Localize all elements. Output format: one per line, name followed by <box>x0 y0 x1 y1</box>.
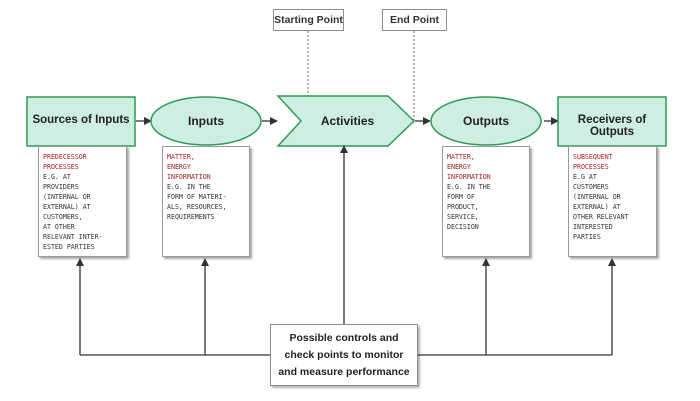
inputs-body-text: e.g. in the form of materi- als, resourc… <box>167 183 227 221</box>
receivers-detail-box: Subsequent processes e.g at customers (i… <box>568 146 657 257</box>
receivers-of-outputs-label: Receivers of Outputs <box>577 114 647 138</box>
receivers-highlight-text: Subsequent processes <box>573 153 613 171</box>
end-point-label: End Point <box>382 9 447 31</box>
receivers-body-text: e.g at customers (internal or external) … <box>573 173 629 241</box>
inputs-node <box>150 96 262 146</box>
sources-highlight-text: Predecessor processes <box>43 153 87 171</box>
sources-body-text: e.g. at providers (internal or external)… <box>43 173 103 251</box>
outputs-detail-box: Matter, energy information e.g. in the f… <box>442 146 530 257</box>
starting-point-label: Starting Point <box>273 9 344 31</box>
outputs-node <box>430 96 542 146</box>
outputs-highlight-text: Matter, energy information <box>447 153 491 181</box>
activities-label: Activities <box>320 114 375 128</box>
inputs-highlight-text: Matter, energy information <box>167 153 211 181</box>
sources-of-inputs-node <box>26 96 136 147</box>
outputs-label: Outputs <box>463 114 509 128</box>
inputs-label: Inputs <box>188 114 224 128</box>
inputs-detail-box: Matter, energy information e.g. in the f… <box>162 146 250 257</box>
activities-node <box>276 95 416 147</box>
sources-of-inputs-label: Sources of Inputs <box>32 114 130 126</box>
sources-detail-box: Predecessor processes e.g. at providers … <box>38 146 127 257</box>
outputs-body-text: e.g. in the form of product, service, de… <box>447 183 491 231</box>
controls-box: Possible controls and check points to mo… <box>270 324 418 386</box>
